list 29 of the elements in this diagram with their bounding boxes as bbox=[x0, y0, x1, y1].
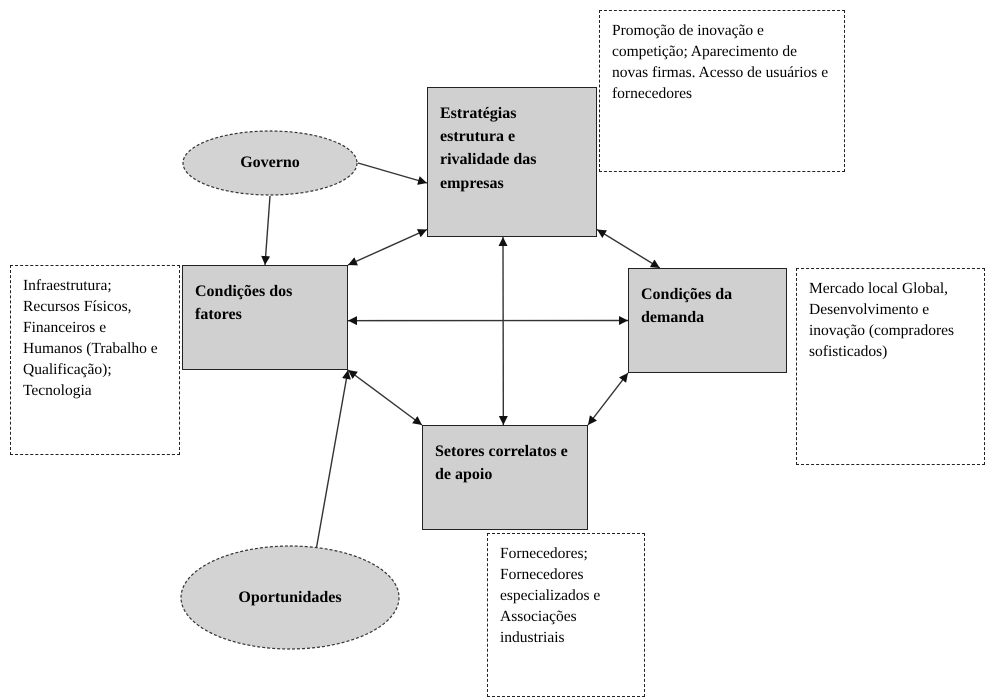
note-box bbox=[10, 265, 180, 455]
arrow bbox=[596, 228, 660, 269]
ellipse-node bbox=[182, 130, 358, 196]
node-text: Condições da demanda bbox=[641, 285, 734, 328]
node-text: Setores correlatos e de apoio bbox=[435, 442, 569, 486]
arrow bbox=[358, 162, 428, 185]
arrow bbox=[348, 369, 422, 426]
node-text: Promoção de inovação e competição; Aparecimento de novas firmas. Acesso de usuários e fornecedores bbox=[612, 21, 830, 104]
node-text: Fornecedores; Fornecedores especializados e Associações industriais bbox=[500, 544, 602, 648]
process-box bbox=[427, 87, 597, 237]
process-box bbox=[628, 268, 787, 373]
node-text: Oportunidades bbox=[238, 588, 342, 606]
ellipse-node bbox=[180, 545, 400, 650]
arrow bbox=[498, 237, 508, 425]
note-box bbox=[599, 10, 845, 172]
process-box bbox=[422, 425, 588, 530]
arrow bbox=[587, 372, 629, 426]
arrow bbox=[348, 228, 428, 266]
note-box bbox=[796, 268, 985, 465]
node-text: Mercado local Global, Desenvolvimento e inovação (compradores sofisticados) bbox=[809, 279, 956, 362]
node-text: Infraestrutura; Recursos Físicos, Financeiros e Humanos (Trabalho e Qualificação); Tecnologia bbox=[23, 276, 159, 401]
node-text: Condições dos fatores bbox=[195, 282, 294, 326]
arrow bbox=[261, 196, 271, 266]
arrow bbox=[348, 316, 628, 326]
note-box bbox=[487, 533, 645, 697]
arrow bbox=[316, 370, 351, 548]
node-text: Estratégias estrutura e rivalidade das empresas bbox=[440, 104, 538, 194]
node-text: Governo bbox=[240, 154, 300, 172]
process-box bbox=[182, 265, 348, 370]
